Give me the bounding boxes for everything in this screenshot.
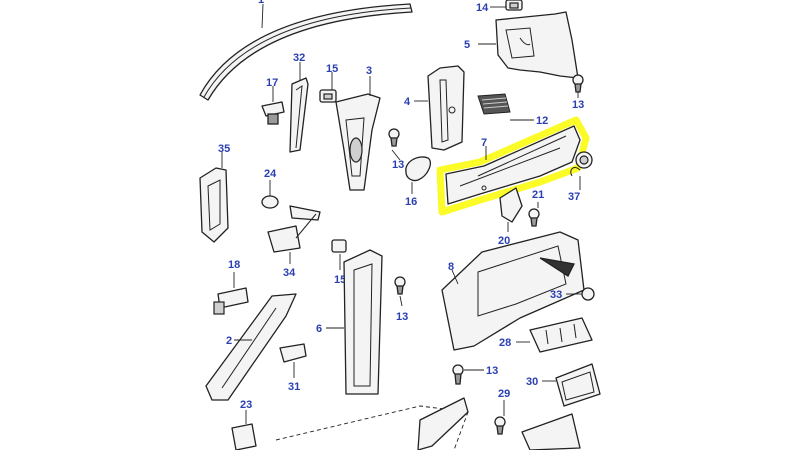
callout-16: 16 xyxy=(405,196,417,208)
callout-13-d: 13 xyxy=(486,365,498,377)
part-4-pillar-trim[interactable] xyxy=(427,65,465,151)
callout-20: 20 xyxy=(498,235,510,247)
callout-3: 3 xyxy=(366,65,372,77)
callout-14: 14 xyxy=(476,2,489,14)
part-31-clip[interactable] xyxy=(279,343,307,363)
part-32-strip[interactable] xyxy=(289,77,309,153)
part-35-trim[interactable] xyxy=(199,167,229,243)
part-33-screw[interactable] xyxy=(581,287,595,301)
floor-outline xyxy=(275,405,469,450)
part-23-clip[interactable] xyxy=(231,423,257,450)
part-2-trim[interactable] xyxy=(205,293,297,401)
part-14-clip[interactable] xyxy=(505,0,523,11)
callout-21: 21 xyxy=(532,189,544,201)
callout-2: 2 xyxy=(226,335,232,347)
callout-5: 5 xyxy=(464,39,470,51)
part-5-quarter-trim[interactable] xyxy=(495,11,579,79)
part-37-grommet[interactable] xyxy=(570,151,593,177)
part-3-a-pillar-trim[interactable] xyxy=(335,93,381,191)
part-20-bracket[interactable] xyxy=(499,187,523,223)
callout-13-a: 13 xyxy=(572,99,584,111)
callout-35: 35 xyxy=(218,143,230,155)
part-16-lens[interactable] xyxy=(405,156,432,182)
callout-29: 29 xyxy=(498,388,510,400)
callout-13-b: 13 xyxy=(392,159,404,171)
callout-7: 7 xyxy=(481,137,487,149)
callout-17: 17 xyxy=(266,77,278,89)
callout-37: 37 xyxy=(568,191,580,203)
part-17-pin[interactable] xyxy=(261,101,285,125)
part-29-screw[interactable] xyxy=(494,416,506,435)
part-15-clip-b[interactable] xyxy=(331,239,347,253)
callout-15-a: 15 xyxy=(326,63,338,75)
callout-34: 34 xyxy=(283,267,296,279)
part-13-screw-d[interactable] xyxy=(452,364,464,385)
callout-12: 12 xyxy=(536,115,548,127)
part-15-clip-a[interactable] xyxy=(319,89,337,103)
part-13-screw-a[interactable] xyxy=(572,74,584,93)
part-34-hook[interactable] xyxy=(267,205,321,253)
callout-30: 30 xyxy=(526,376,538,388)
part-18-clip[interactable] xyxy=(213,287,249,315)
part-6-lower-pillar[interactable] xyxy=(343,249,383,395)
callout-8: 8 xyxy=(448,261,454,273)
callout-31: 31 xyxy=(288,381,300,393)
part-lower-bin[interactable] xyxy=(521,413,581,450)
callout-15-b: 15 xyxy=(334,274,346,286)
callout-33: 33 xyxy=(550,289,562,301)
callout-24: 24 xyxy=(264,168,277,180)
callout-28: 28 xyxy=(499,337,511,349)
part-24-cap[interactable] xyxy=(261,195,279,209)
callout-1: 1 xyxy=(258,0,264,6)
callout-4: 4 xyxy=(404,96,411,108)
callout-23: 23 xyxy=(240,399,252,411)
part-28-connector[interactable] xyxy=(529,317,593,353)
callout-13-c: 13 xyxy=(396,311,408,323)
part-12-mesh-grille[interactable] xyxy=(477,93,511,115)
callout-32: 32 xyxy=(293,52,305,64)
callout-6: 6 xyxy=(316,323,322,335)
part-sill-lower[interactable] xyxy=(417,397,469,450)
part-21-screw[interactable] xyxy=(528,208,540,227)
part-1-roof-rail[interactable] xyxy=(199,3,413,101)
part-13-screw-c[interactable] xyxy=(394,276,406,295)
part-13-screw-b[interactable] xyxy=(388,128,400,147)
part-30-tray[interactable] xyxy=(555,363,601,407)
callout-18: 18 xyxy=(228,259,240,271)
